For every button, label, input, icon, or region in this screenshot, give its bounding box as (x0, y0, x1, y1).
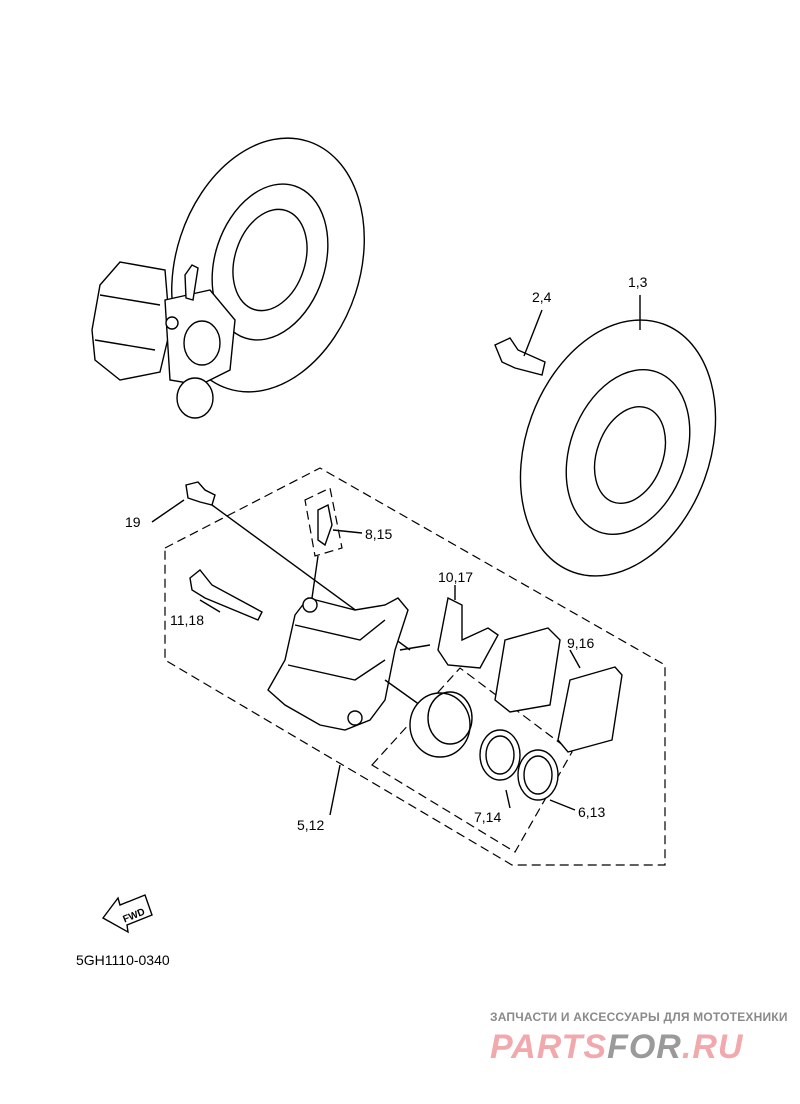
diagram-code: 5GH1110-0340 (76, 952, 170, 968)
brake-disc (519, 295, 717, 577)
label-disc: 1,3 (628, 274, 648, 290)
label-disc-bolt: 2,4 (532, 289, 552, 305)
label-pad-spring: 10,17 (438, 569, 473, 585)
label-caliper: 5,12 (297, 817, 324, 833)
fwd-arrow-icon: FWD (101, 894, 153, 934)
brake-pads (494, 627, 623, 753)
bleed-screw (311, 503, 363, 599)
label-pin-bolt: 11,18 (170, 612, 204, 628)
assembled-caliper (91, 261, 236, 419)
watermark-tagline: ЗАПЧАСТИ И АКСЕССУАРЫ ДЛЯ МОТОТЕХНИКИ (490, 1010, 788, 1024)
piston (409, 691, 473, 758)
caliper-body (267, 597, 431, 731)
label-bolt-19: 19 (125, 514, 141, 530)
label-dust-seal: 7,14 (474, 809, 501, 825)
bleed-kit-boundary (304, 487, 343, 557)
label-piston-seal: 6,13 (578, 804, 605, 820)
seals (329, 729, 576, 816)
pin-bolt (189, 569, 263, 621)
caliper-kit-boundary (164, 467, 666, 866)
label-pads: 9,16 (567, 635, 594, 651)
label-bleed-screw: 8,15 (365, 526, 392, 542)
watermark-logo: PARTSFOR.RU (490, 1028, 744, 1066)
disc-bolt (494, 309, 546, 376)
pad-spring (437, 585, 499, 669)
